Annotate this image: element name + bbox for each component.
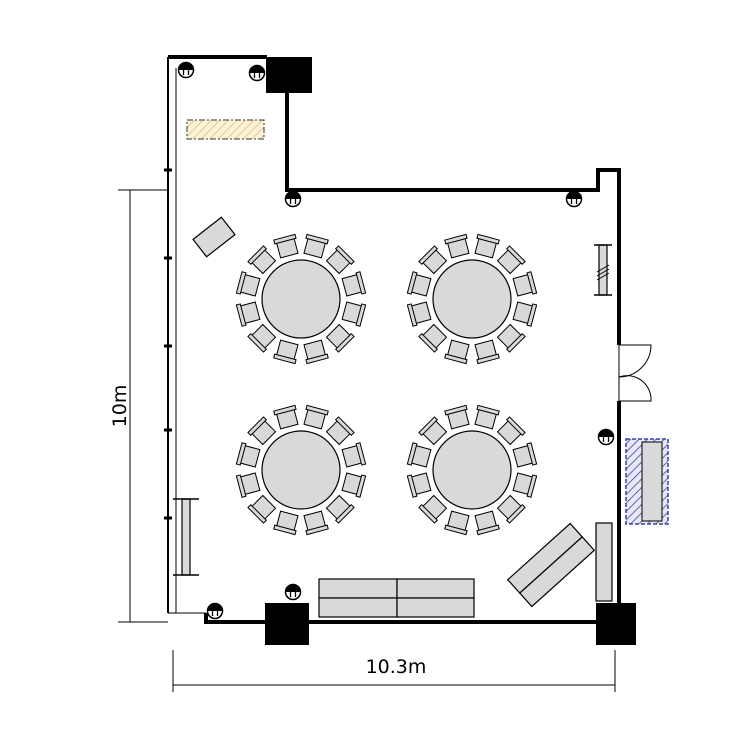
- chair: [474, 339, 500, 365]
- chair: [341, 301, 367, 327]
- chair: [406, 271, 432, 297]
- chair: [512, 442, 538, 468]
- room-walls: [168, 55, 621, 624]
- round-table: [261, 430, 341, 510]
- chair: [341, 472, 367, 498]
- door[interactable]: [616, 344, 652, 402]
- round-table-set: [406, 404, 538, 536]
- chair: [406, 472, 432, 498]
- chair: [247, 416, 277, 446]
- chair: [418, 416, 448, 446]
- long-tables: [318, 578, 475, 618]
- round-table: [432, 430, 512, 510]
- chair: [273, 510, 299, 536]
- chair: [444, 404, 470, 430]
- chair: [474, 510, 500, 536]
- chair: [325, 245, 355, 275]
- whiteboard: [173, 498, 199, 576]
- chair: [303, 510, 329, 536]
- power-outlet-icon: [284, 583, 302, 601]
- chair: [418, 323, 448, 353]
- chair: [496, 416, 526, 446]
- chair: [512, 301, 538, 327]
- pillar-bottom-left: [265, 603, 309, 645]
- chair: [496, 494, 526, 524]
- round-table-set: [235, 233, 367, 365]
- chair: [235, 442, 261, 468]
- height-dimension: 10m: [109, 189, 168, 623]
- power-outlet-icon: [284, 190, 302, 208]
- round-table-set: [406, 233, 538, 365]
- window-wall: [164, 57, 206, 614]
- chair: [325, 416, 355, 446]
- chair: [512, 472, 538, 498]
- pillar-bottom-right: [596, 603, 636, 645]
- chair: [235, 301, 261, 327]
- chair: [496, 323, 526, 353]
- chair: [273, 404, 299, 430]
- chair: [512, 271, 538, 297]
- power-outlet-icon: [206, 602, 224, 620]
- power-outlet-icon: [248, 64, 266, 82]
- chair: [303, 339, 329, 365]
- chair: [247, 323, 277, 353]
- side-table: [192, 216, 236, 258]
- chair: [235, 271, 261, 297]
- power-outlet-icon: [177, 61, 195, 79]
- chair: [444, 233, 470, 259]
- chair: [235, 472, 261, 498]
- chair: [444, 339, 470, 365]
- chair: [496, 245, 526, 275]
- pillar-top: [266, 57, 312, 93]
- chair: [474, 233, 500, 259]
- width-dimension: 10.3m: [172, 650, 616, 692]
- round-tables: [235, 233, 538, 536]
- chair: [303, 233, 329, 259]
- chair: [418, 494, 448, 524]
- chair: [325, 494, 355, 524]
- cabinet: [595, 522, 613, 602]
- round-table-set: [235, 404, 367, 536]
- chair: [273, 233, 299, 259]
- chair: [418, 245, 448, 275]
- chair: [474, 404, 500, 430]
- chair: [406, 442, 432, 468]
- chair: [273, 339, 299, 365]
- round-table: [432, 259, 512, 339]
- power-outlet-icon: [597, 428, 615, 446]
- height-label: 10m: [109, 385, 131, 428]
- chair: [247, 494, 277, 524]
- angled-tables: [506, 522, 596, 608]
- reception-counter: [625, 438, 669, 525]
- chair: [325, 323, 355, 353]
- width-label: 10.3m: [366, 656, 427, 678]
- chair: [341, 271, 367, 297]
- chair: [341, 442, 367, 468]
- coat-rack: [594, 244, 612, 296]
- chair: [406, 301, 432, 327]
- chair: [444, 510, 470, 536]
- outlets: [177, 61, 615, 620]
- stage-area: [186, 119, 265, 140]
- chair: [247, 245, 277, 275]
- chair: [303, 404, 329, 430]
- power-outlet-icon: [565, 190, 583, 208]
- round-table: [261, 259, 341, 339]
